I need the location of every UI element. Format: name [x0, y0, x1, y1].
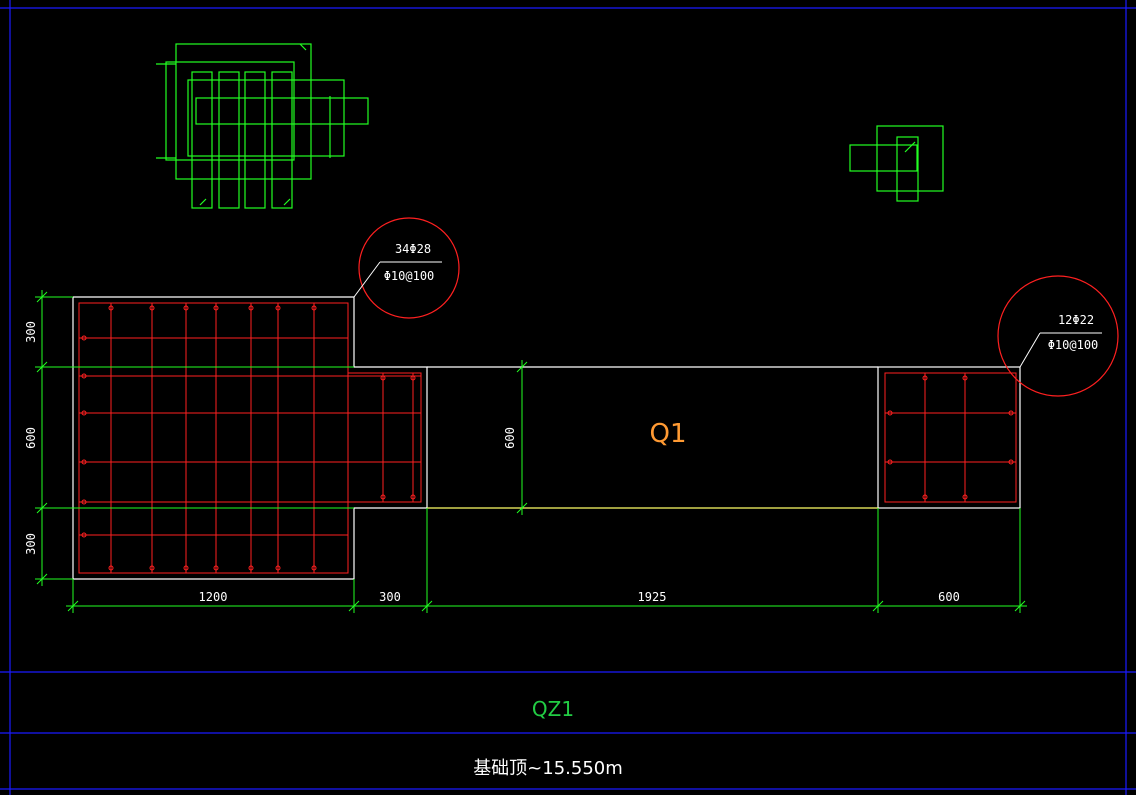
- dim-bottom-4: 600: [938, 590, 960, 604]
- longitudinal-bar: [81, 532, 87, 538]
- longitudinal-bar: [108, 305, 114, 311]
- column-label: QZ1: [532, 697, 574, 721]
- longitudinal-bar: [108, 565, 114, 571]
- elevation-note: 基础顶~15.550m: [473, 758, 623, 779]
- callout-left-bars: 34Φ28: [395, 242, 431, 256]
- longitudinal-bar: [311, 565, 317, 571]
- wall-thickness-dimension: 600: [503, 360, 528, 515]
- callout-right-bars: 12Φ22: [1058, 313, 1094, 327]
- longitudinal-bar: [81, 335, 87, 341]
- longitudinal-bar: [81, 373, 87, 379]
- longitudinal-bar: [380, 494, 386, 500]
- longitudinal-bar: [887, 410, 893, 416]
- longitudinal-bar: [922, 375, 928, 381]
- longitudinal-bar: [81, 459, 87, 465]
- rebar-grid-right: [884, 372, 1017, 503]
- callout-right: 12Φ22 Φ10@100: [997, 275, 1119, 397]
- longitudinal-bar: [149, 565, 155, 571]
- longitudinal-bar: [311, 305, 317, 311]
- longitudinal-bar: [149, 305, 155, 311]
- longitudinal-bar: [1008, 410, 1014, 416]
- bottom-dimension-chain: [66, 508, 1027, 613]
- longitudinal-bar: [213, 305, 219, 311]
- longitudinal-bar: [213, 565, 219, 571]
- callout-right-stirrups: Φ10@100: [1048, 338, 1099, 352]
- callout-left: 34Φ28 Φ10@100: [353, 217, 460, 319]
- longitudinal-bar: [275, 565, 281, 571]
- stirrup-outline: [347, 372, 422, 503]
- dim-bottom-3: 1925: [638, 590, 667, 604]
- longitudinal-bar: [183, 305, 189, 311]
- longitudinal-bar: [248, 565, 254, 571]
- dim-wall-thickness: 600: [503, 427, 517, 449]
- longitudinal-bar: [922, 494, 928, 500]
- stirrup-outline: [78, 302, 349, 574]
- longitudinal-bar: [962, 375, 968, 381]
- longitudinal-bar: [183, 565, 189, 571]
- longitudinal-bar: [1008, 459, 1014, 465]
- dim-bottom-1: 1200: [199, 590, 228, 604]
- longitudinal-bar: [410, 375, 416, 381]
- dim-left-middle: 600: [24, 427, 38, 449]
- longitudinal-bar: [248, 305, 254, 311]
- longitudinal-bar: [410, 494, 416, 500]
- wall-label: Q1: [649, 419, 686, 449]
- dim-bottom-2: 300: [379, 590, 401, 604]
- stirrup-detail-small: [849, 125, 944, 202]
- stirrup-detail-large: [156, 43, 369, 209]
- left-dimension-chain: [35, 290, 354, 586]
- longitudinal-bar: [275, 305, 281, 311]
- callout-left-stirrups: Φ10@100: [384, 269, 435, 283]
- longitudinal-bar: [887, 459, 893, 465]
- dim-left-top: 300: [24, 321, 38, 343]
- longitudinal-bar: [962, 494, 968, 500]
- longitudinal-bar: [380, 375, 386, 381]
- dim-left-bottom: 300: [24, 533, 38, 555]
- longitudinal-bar: [81, 410, 87, 416]
- stirrup-outline: [884, 372, 1017, 503]
- longitudinal-bar: [81, 499, 87, 505]
- rebar-grid-left: [78, 302, 422, 574]
